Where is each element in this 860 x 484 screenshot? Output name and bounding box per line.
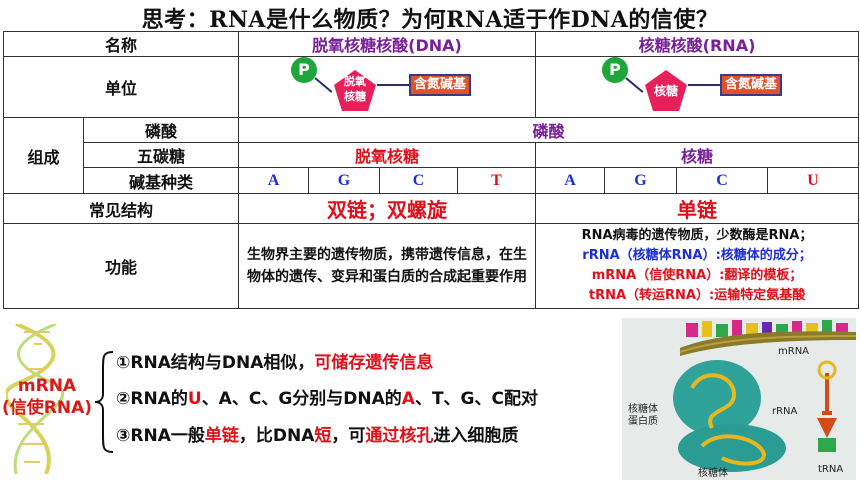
rna-base-a: A	[535, 167, 606, 194]
rna-base-g: G	[604, 167, 678, 194]
point-1: ①RNA结构与DNA相似，可储存遗传信息	[116, 348, 433, 373]
base-label: 含氮碱基	[409, 74, 472, 96]
mrna-label-line2: (信使RNA)	[2, 398, 93, 418]
rna-function-line: tRNA（转运RNA）:运输特定氨基酸	[588, 288, 806, 303]
rna-function-line: RNA病毒的遗传物质，少数酶是RNA；	[581, 228, 813, 243]
rna-function-line: mRNA（信使RNA）:翻译的模板；	[591, 268, 803, 283]
dna-base-g: G	[308, 167, 381, 194]
point-3-text: 进入细胞质	[433, 426, 519, 446]
dna-base-t: T	[457, 167, 537, 194]
dna-unit-diagram: P 脱氧 核糖 含氮碱基	[238, 56, 537, 118]
phosphate-value: 磷酸	[238, 117, 860, 143]
bond-line	[377, 84, 410, 86]
unit-label: 单位	[2, 56, 240, 118]
function-label: 功能	[2, 223, 240, 309]
rna-unit-diagram: P 核糖 含氮碱基	[535, 56, 860, 118]
bases-label: 碱基种类	[82, 167, 240, 194]
rna-function: RNA病毒的遗传物质，少数酶是RNA； rRNA（核糖体RNA）:核糖体的成分；…	[535, 223, 860, 309]
ribosome-figure-label: 核糖体	[698, 468, 728, 479]
point-3-highlight: 短	[314, 426, 332, 446]
bond-line	[688, 84, 721, 86]
phosphate-label: 磷酸	[82, 117, 240, 143]
deoxyribose-pentagon-icon	[334, 70, 377, 111]
mrna-label-line1: mRNA	[17, 376, 77, 396]
name-label: 名称	[2, 31, 240, 57]
row-structure: 常见结构 双链；双螺旋 单链	[2, 193, 860, 224]
sugar-label: 核糖	[654, 84, 679, 98]
ribose-pentagon-icon	[645, 70, 688, 111]
bond-line	[314, 77, 333, 93]
mrna-label: mRNA (信使RNA)	[2, 375, 92, 419]
composition-label: 组成	[3, 117, 84, 194]
point-2-highlight: A	[401, 389, 415, 409]
row-phosphate: 组成 磷酸 磷酸	[3, 117, 860, 194]
point-3-text: ，可	[331, 426, 366, 446]
mrna-figure-label: mRNA	[778, 346, 810, 357]
row-name: 名称 脱氧核糖核酸(DNA) 核糖核酸(RNA)	[2, 31, 860, 57]
ribosome-protein-line1: 核糖体	[628, 404, 658, 415]
base-label: 含氮碱基	[720, 74, 783, 96]
row-sugar: 五碳糖 脱氧核糖 核糖	[4, 142, 860, 168]
point-2-text: 、T、G、C配对	[414, 389, 538, 409]
sugar-label-line2: 核糖	[344, 90, 367, 103]
row-function: 功能 生物界主要的遗传物质，携带遗传信息，在生物体的遗传、变异和蛋白质的合成起重…	[2, 223, 860, 309]
phosphate-icon: P	[291, 57, 318, 83]
point-2-text: 、A、C、G分别与DNA的	[201, 389, 402, 409]
rna-illustration-icon	[673, 320, 856, 472]
rna-base-u: U	[767, 167, 860, 194]
ribosome-protein-label: 核糖体 蛋白质	[628, 404, 658, 428]
dna-sugar: 脱氧核糖	[238, 142, 537, 168]
dna-function: 生物界主要的遗传物质，携带遗传信息，在生物体的遗传、变异和蛋白质的合成起重要作用	[238, 223, 537, 309]
row-unit: 单位 P 脱氧 核糖 含氮碱基 P	[2, 56, 860, 118]
dna-base-a: A	[238, 167, 310, 194]
point-1-highlight: 可储存遗传信息	[314, 353, 434, 373]
rna-name: 核糖核酸(RNA)	[535, 31, 860, 57]
point-2-highlight: U	[187, 389, 202, 409]
point-3-text: ③RNA一般	[116, 426, 205, 446]
dna-name: 脱氧核糖核酸(DNA)	[238, 31, 537, 57]
point-3-highlight: 单链	[204, 426, 239, 446]
trna-figure-label: tRNA	[818, 464, 844, 475]
rna-sugar: 核糖	[535, 142, 860, 168]
point-1-text: ①RNA结构与DNA相似，	[116, 353, 315, 373]
point-3: ③RNA一般单链，比DNA短，可通过核孔进入细胞质	[116, 421, 518, 446]
structure-label: 常见结构	[2, 193, 240, 224]
left-brace-icon	[94, 351, 114, 453]
point-3-highlight: 通过核孔	[365, 426, 434, 446]
sugar-label-line1: 脱氧	[344, 75, 367, 88]
dna-base-c: C	[379, 167, 459, 194]
page-title: 思考：RNA是什么物质？为何RNA适于作DNA的信使？	[141, 7, 719, 33]
sugar-label: 五碳糖	[82, 142, 240, 168]
rna-structure: 单链	[535, 193, 860, 224]
comparison-table: 名称 脱氧核糖核酸(DNA) 核糖核酸(RNA) 单位 P 脱氧 核糖 含氮碱基	[2, 31, 860, 309]
phosphate-icon: P	[602, 57, 629, 83]
row-bases: 碱基种类 A G C T A G C U	[4, 167, 860, 194]
dna-structure: 双链；双螺旋	[238, 193, 537, 224]
point-3-text: ，比DNA	[238, 426, 315, 446]
rna-base-c: C	[676, 167, 769, 194]
point-2: ②RNA的U、A、C、G分别与DNA的A、T、G、C配对	[116, 384, 538, 409]
rna-types-figure: mRNA 核糖体 蛋白质 rRNA 核糖体 tRNA	[622, 318, 856, 480]
bond-line	[625, 77, 644, 93]
ribosome-protein-line2: 蛋白质	[628, 416, 658, 427]
rna-function-line: rRNA（核糖体RNA）:核糖体的成分；	[582, 248, 812, 263]
point-2-text: ②RNA的	[116, 389, 188, 409]
rrna-figure-label: rRNA	[772, 406, 798, 417]
dna-helix-icon	[6, 324, 65, 474]
